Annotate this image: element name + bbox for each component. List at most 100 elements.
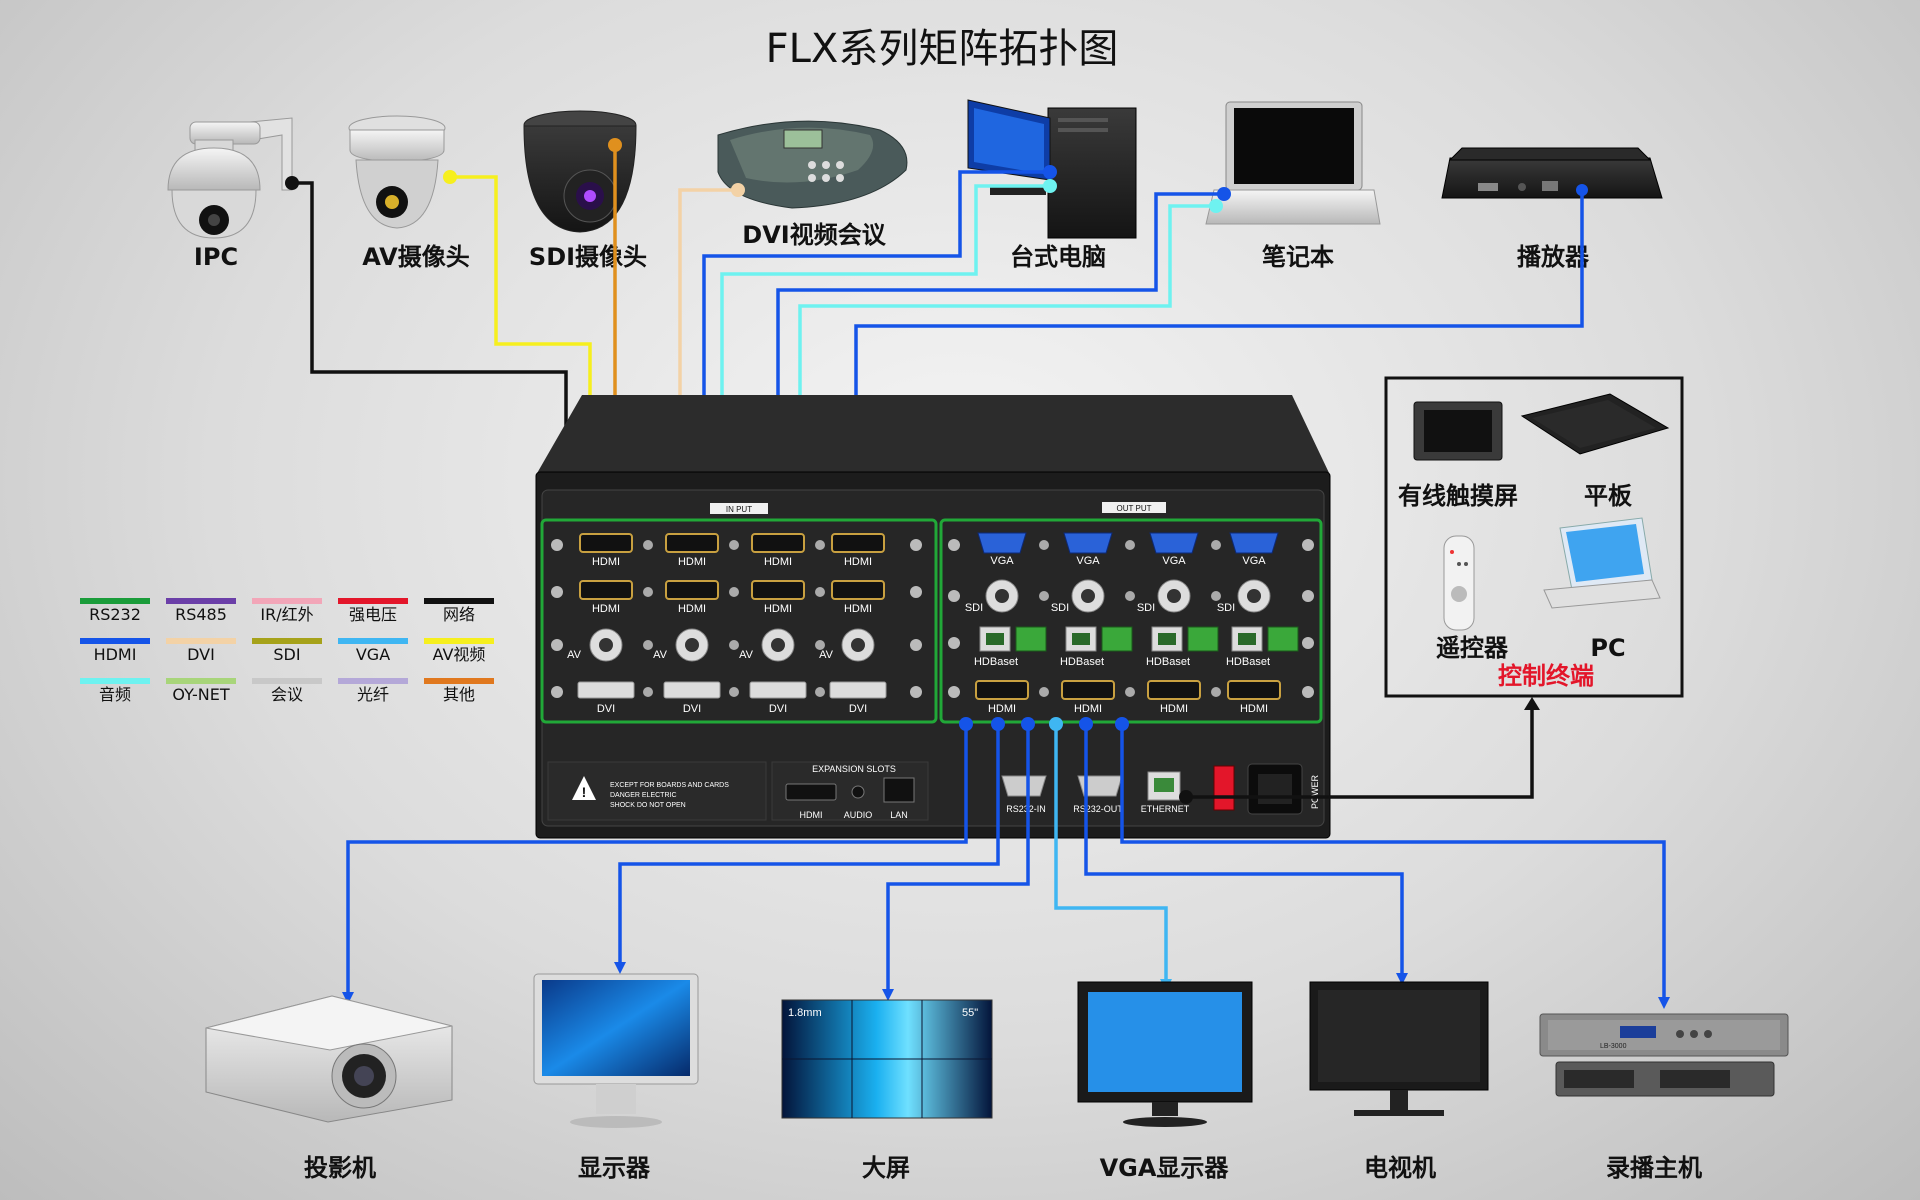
input-hdmi-port: HDMI bbox=[751, 580, 825, 615]
output-port-label: VGA bbox=[1076, 555, 1100, 567]
legend-swatch bbox=[166, 638, 236, 644]
output-port-label: VGA bbox=[1162, 555, 1186, 567]
touch-screen-icon bbox=[1413, 401, 1503, 461]
output-vga-port: VGA bbox=[977, 532, 1049, 567]
input-hdmi-port: HDMI bbox=[751, 533, 825, 568]
output-vga-port: VGA bbox=[1063, 532, 1135, 567]
expansion-slots: EXPANSION SLOTS HDMI AUDIO LAN bbox=[771, 761, 929, 821]
input-port-label: AV bbox=[819, 649, 834, 661]
legend-swatch bbox=[338, 598, 408, 604]
legend-item: HDMI bbox=[80, 638, 150, 664]
input-port-label: DVI bbox=[683, 703, 701, 715]
rs232-out-label: RS232-OUT bbox=[1073, 804, 1123, 814]
conference-phone-icon bbox=[717, 120, 908, 209]
output-port-label: SDI bbox=[1051, 602, 1069, 614]
input-port-label: AV bbox=[567, 649, 582, 661]
output-hdb-port: HDBaset bbox=[1226, 626, 1299, 668]
output-cables bbox=[346, 724, 1666, 1000]
monitor-label: 显示器 bbox=[578, 1154, 651, 1182]
audio-label: AUDIO bbox=[844, 810, 873, 820]
legend-swatch bbox=[424, 678, 494, 684]
av-camera-label: AV摄像头 bbox=[362, 243, 470, 271]
vga-monitor-icon bbox=[1077, 981, 1253, 1127]
desktop-label: 台式电脑 bbox=[1010, 243, 1106, 271]
tv-icon bbox=[1309, 981, 1489, 1116]
input-hdmi-port: HDMI bbox=[665, 580, 739, 615]
input-port-label: HDMI bbox=[678, 556, 706, 568]
output-port-label: HDMI bbox=[1240, 703, 1268, 715]
input-port-label: AV bbox=[653, 649, 668, 661]
legend-label: VGA bbox=[356, 645, 390, 664]
output-hdmi-port: HDMI bbox=[1061, 680, 1135, 715]
legend-label: 其他 bbox=[443, 685, 475, 704]
wall-bezel-label: 1.8mm bbox=[788, 1007, 822, 1019]
input-hdmi-port: HDMI bbox=[665, 533, 739, 568]
output-port-label: SDI bbox=[965, 602, 983, 614]
input-port-label: HDMI bbox=[592, 603, 620, 615]
output-vga-port: VGA bbox=[1149, 532, 1221, 567]
input-port-label: HDMI bbox=[678, 603, 706, 615]
input-hdmi-port: HDMI bbox=[831, 533, 885, 568]
legend-item: AV视频 bbox=[424, 638, 494, 664]
input-av-port: AV bbox=[819, 628, 875, 662]
input-port-label: HDMI bbox=[844, 603, 872, 615]
legend-item: DVI bbox=[166, 638, 236, 664]
output-panel-label: OUT PUT bbox=[1117, 504, 1152, 513]
output-hdb-port: HDBaset bbox=[974, 626, 1047, 668]
sdi-camera-label: SDI摄像头 bbox=[529, 243, 647, 271]
ipc-camera-icon bbox=[167, 117, 293, 239]
lan-label: LAN bbox=[890, 810, 908, 820]
output-sdi-port: SDI bbox=[965, 579, 1049, 614]
recorder-icon: LB-3000 bbox=[1539, 1013, 1789, 1097]
warning-line-2: DANGER ELECTRIC bbox=[610, 792, 677, 799]
output-sdi-port: SDI bbox=[1137, 579, 1221, 614]
expansion-label: EXPANSION SLOTS bbox=[812, 764, 896, 774]
legend-swatch bbox=[252, 598, 322, 604]
legend-swatch bbox=[252, 638, 322, 644]
output-cable-connectors bbox=[959, 717, 1129, 731]
output-port-label: HDMI bbox=[1160, 703, 1188, 715]
output-hdmi-port: HDMI bbox=[975, 680, 1049, 715]
output-vga-port: VGA bbox=[1229, 532, 1279, 567]
legend-item: 音频 bbox=[80, 678, 150, 704]
pc-laptop-icon bbox=[1543, 517, 1661, 609]
desktop-computer-icon bbox=[967, 99, 1137, 239]
legend-swatch bbox=[424, 638, 494, 644]
monitor-icon bbox=[533, 973, 699, 1128]
vga-monitor-label: VGA显示器 bbox=[1100, 1154, 1230, 1182]
output-hdb-port: HDBaset bbox=[1060, 626, 1133, 668]
input-hdmi-port: HDMI bbox=[579, 580, 653, 615]
legend-label: HDMI bbox=[94, 645, 137, 664]
wall-size-label: 55" bbox=[962, 1007, 978, 1019]
ethernet-label: ETHERNET bbox=[1141, 804, 1190, 814]
page-title: FLX系列矩阵拓扑图 bbox=[766, 26, 1119, 72]
media-player-icon bbox=[1441, 147, 1663, 199]
legend-item: RS232 bbox=[80, 598, 150, 624]
output-port-label: VGA bbox=[1242, 555, 1266, 567]
output-port-label: HDBaset bbox=[1060, 656, 1104, 668]
input-dvi-port: DVI bbox=[577, 681, 653, 715]
input-hdmi-port: HDMI bbox=[579, 533, 653, 568]
legend-item: IR/红外 bbox=[252, 598, 322, 624]
laptop-icon bbox=[1205, 101, 1381, 225]
legend-swatch bbox=[166, 678, 236, 684]
tablet-icon bbox=[1520, 393, 1670, 455]
rs232-in-label: RS232-IN bbox=[1006, 804, 1046, 814]
legend-swatch bbox=[80, 678, 150, 684]
warning-line-3: SHOCK DO NOT OPEN bbox=[610, 802, 686, 809]
output-port-label: HDMI bbox=[988, 703, 1016, 715]
input-hdmi-port: HDMI bbox=[831, 580, 885, 615]
input-port-label: HDMI bbox=[764, 603, 792, 615]
ipc-label: IPC bbox=[194, 243, 238, 271]
input-port-label: DVI bbox=[849, 703, 867, 715]
legend-swatch bbox=[80, 638, 150, 644]
control-terminal-caption: 控制终端 bbox=[1498, 662, 1594, 690]
remote-control-icon bbox=[1443, 535, 1475, 631]
legend-item: 会议 bbox=[252, 678, 322, 704]
dvi-conference-label: DVI视频会议 bbox=[742, 221, 886, 249]
legend-swatch bbox=[338, 678, 408, 684]
input-port-label: HDMI bbox=[764, 556, 792, 568]
legend-item: 强电压 bbox=[338, 598, 408, 624]
